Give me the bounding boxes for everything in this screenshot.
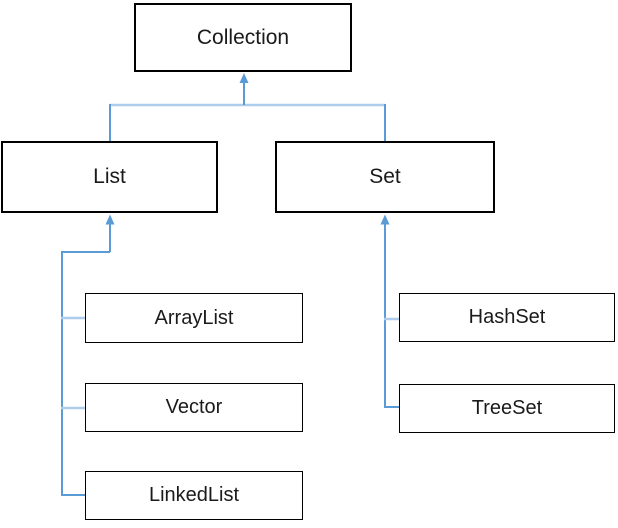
node-list: List bbox=[1, 141, 218, 213]
node-arraylist: ArrayList bbox=[85, 293, 303, 343]
node-treeset-label: TreeSet bbox=[471, 397, 543, 419]
node-arraylist-label: ArrayList bbox=[154, 306, 234, 329]
node-collection: Collection bbox=[134, 3, 352, 72]
node-linkedlist: LinkedList bbox=[85, 471, 303, 520]
node-linkedlist-label: LinkedList bbox=[148, 484, 240, 506]
node-collection-label: Collection bbox=[196, 25, 290, 49]
node-hashset: HashSet bbox=[399, 293, 615, 342]
arrowhead-collection bbox=[239, 73, 249, 83]
node-set-label: Set bbox=[369, 165, 401, 188]
arrowhead-set bbox=[380, 214, 390, 225]
arrowhead-list bbox=[105, 214, 115, 225]
node-vector: Vector bbox=[85, 383, 303, 432]
node-set: Set bbox=[275, 141, 495, 213]
node-vector-label: Vector bbox=[165, 396, 223, 418]
node-treeset: TreeSet bbox=[399, 384, 615, 433]
node-hashset-label: HashSet bbox=[468, 306, 546, 328]
node-list-label: List bbox=[93, 165, 126, 188]
